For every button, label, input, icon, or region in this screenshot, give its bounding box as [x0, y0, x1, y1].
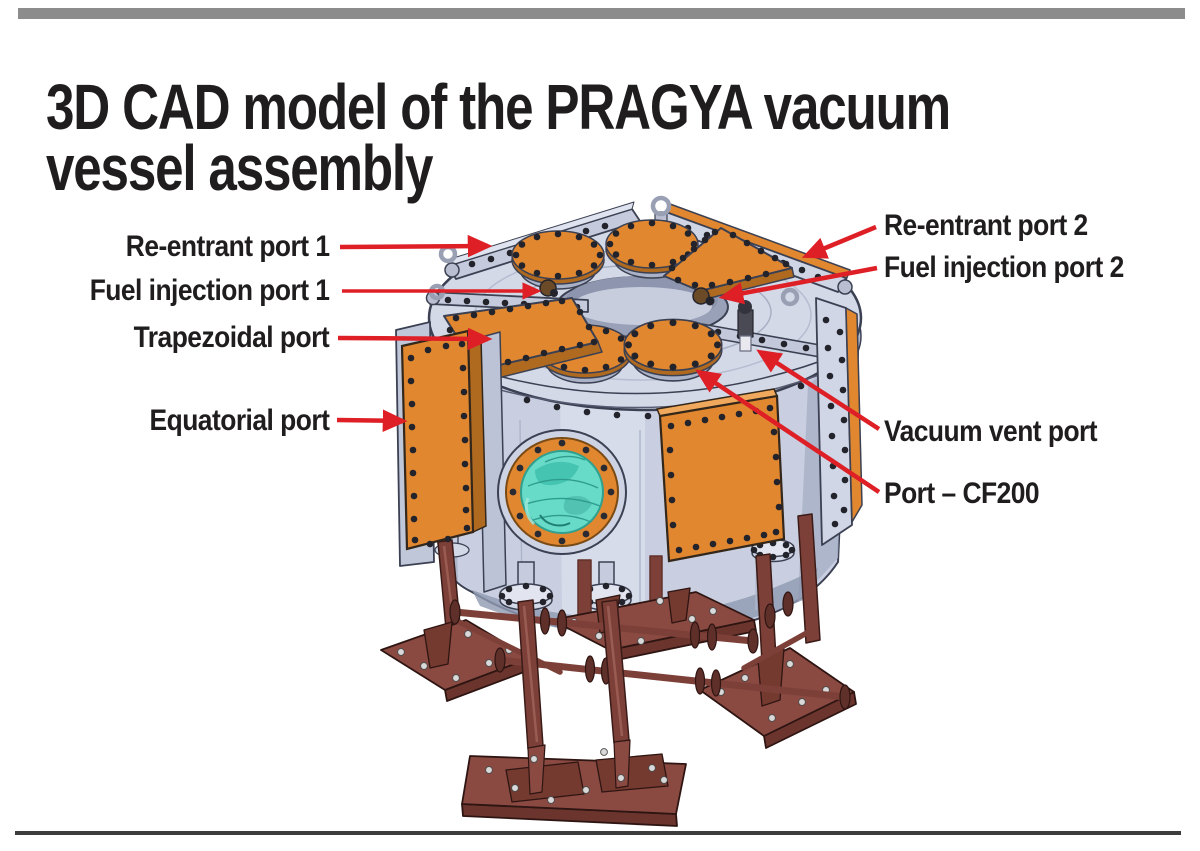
- label-fuel-injection-port-1: Fuel injection port 1: [89, 274, 329, 307]
- label-re-entrant-port-2: Re-entrant port 2: [884, 209, 1088, 242]
- arrow-trapezoidal-port: [337, 327, 493, 351]
- label-trapezoidal-port: Trapezoidal port: [133, 321, 330, 354]
- viewport-window: [497, 429, 627, 555]
- equatorial-port-panel-left: [400, 329, 487, 551]
- fuel-injection-fitting-2: [692, 287, 715, 306]
- arrow-fuel-injection-port-2: [718, 265, 878, 305]
- label-equatorial-port: Equatorial port: [149, 404, 329, 437]
- bottom-rule: [15, 831, 1181, 835]
- arrow-port-cf200: [695, 369, 881, 494]
- arrow-re-entrant-port-2: [801, 224, 877, 259]
- annotation-arrows: [336, 224, 881, 494]
- arrow-vacuum-vent-port: [756, 349, 881, 431]
- viewport-bolts: [509, 439, 615, 545]
- right-flange-column: [815, 297, 863, 546]
- label-port-cf200: Port – CF200: [884, 477, 1040, 510]
- round-port-front-right: [624, 319, 722, 381]
- arrow-re-entrant-port-1: [339, 234, 493, 258]
- label-fuel-injection-port-2: Fuel injection port 2: [884, 251, 1124, 284]
- vacuum-vent-valve: [737, 300, 754, 352]
- label-re-entrant-port-1: Re-entrant port 1: [125, 230, 329, 263]
- arrow-equatorial-port: [336, 409, 408, 432]
- label-vacuum-vent-port: Vacuum vent port: [884, 415, 1098, 448]
- support-stand: [380, 513, 857, 827]
- figure-title: 3D CAD model of the PRAGYA vacuum vessel…: [46, 70, 951, 204]
- fuel-injection-fitting-1: [539, 279, 558, 297]
- brace-flanges: [449, 599, 851, 710]
- top-divider-bar: [18, 8, 1185, 19]
- round-port-top-left: [512, 231, 604, 289]
